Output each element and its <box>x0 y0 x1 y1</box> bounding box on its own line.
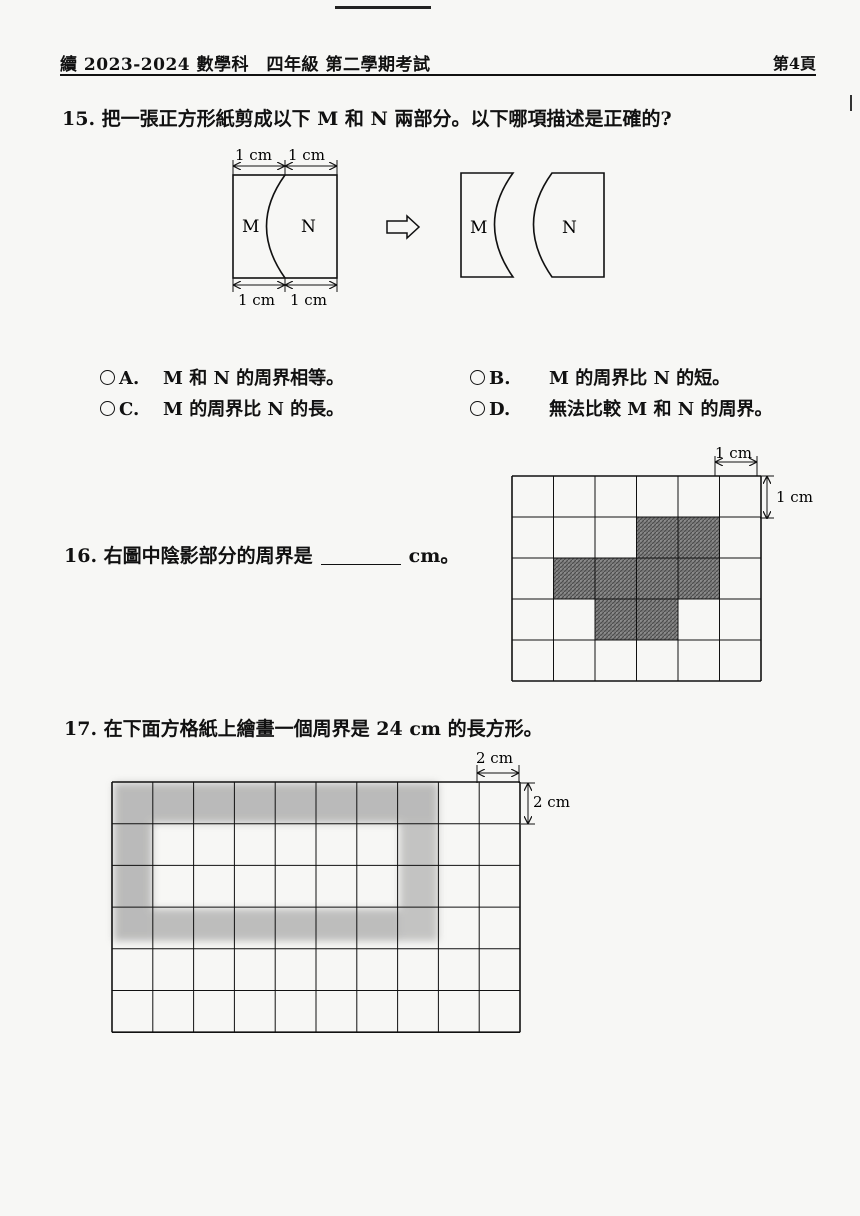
shaded-cell <box>636 558 678 599</box>
q16-grid-lines <box>511 475 762 682</box>
dim-label-top-left: 1 cm <box>235 146 272 164</box>
shaded-cell <box>595 599 637 640</box>
label-m-piece: M <box>470 218 487 238</box>
q15-option-a[interactable]: A.M 和 N 的周界相等。 <box>100 364 344 390</box>
q17-unit-width-label: 2 cm <box>476 749 513 767</box>
q17-grid-figure: 2 cm 2 cm <box>111 749 570 1034</box>
page-header: 續 2023-2024 數學科 四年級 第二學期考試 第4頁 <box>60 50 816 76</box>
label-n-piece: N <box>562 218 577 238</box>
q16-unit-height-label: 1 cm <box>776 488 813 506</box>
page-number: 第4頁 <box>772 54 816 73</box>
q16-unit-width-label: 1 cm <box>715 444 752 462</box>
q15-piece-m <box>460 172 515 278</box>
q15-option-c[interactable]: C.M 的周界比 N 的長。 <box>100 395 344 421</box>
q17-question: 17. 在下面方格紙上繪畫一個周界是 24 cm 的長方形。 <box>64 718 543 740</box>
shaded-cell <box>636 517 678 558</box>
q16-answer-blank[interactable] <box>320 546 401 565</box>
q15-question: 15. 把一張正方形紙剪成以下 M 和 N 兩部分。以下哪項描述是正確的? <box>62 108 672 130</box>
q15-piece-n <box>532 172 605 278</box>
shaded-cell <box>636 599 678 640</box>
label-n-original: N <box>301 217 316 237</box>
label-m-original: M <box>242 217 259 237</box>
q16-shaded-region <box>553 517 720 640</box>
right-arrow-icon <box>386 214 421 240</box>
shaded-cell <box>678 517 720 558</box>
shaded-cell <box>553 558 595 599</box>
top-scan-mark <box>335 6 431 9</box>
q17-grid-lines <box>111 781 521 1034</box>
radio-circle-icon[interactable] <box>470 401 485 416</box>
shaded-cell <box>595 558 637 599</box>
q15-option-d[interactable]: D.無法比較 M 和 N 的周界。 <box>470 395 772 421</box>
erased-pencil-marks <box>114 783 438 941</box>
q16-grid-figure: 1 cm 1 cm <box>511 444 813 682</box>
radio-circle-icon[interactable] <box>470 370 485 385</box>
q15-option-b[interactable]: B.M 的周界比 N 的短。 <box>470 364 730 390</box>
q17-unit-height-label: 2 cm <box>533 793 570 811</box>
radio-circle-icon[interactable] <box>100 401 115 416</box>
exam-title: 續 2023-2024 數學科 四年級 第二學期考試 <box>60 55 431 75</box>
dim-label-top-right: 1 cm <box>288 146 325 164</box>
edge-scan-mark <box>850 95 852 111</box>
dim-label-bottom-left: 1 cm <box>238 291 275 309</box>
radio-circle-icon[interactable] <box>100 370 115 385</box>
dim-label-bottom-right: 1 cm <box>290 291 327 309</box>
q15-figure: 1 cm 1 cm 1 cm 1 cm M N M N <box>232 146 605 309</box>
shaded-cell <box>678 558 720 599</box>
